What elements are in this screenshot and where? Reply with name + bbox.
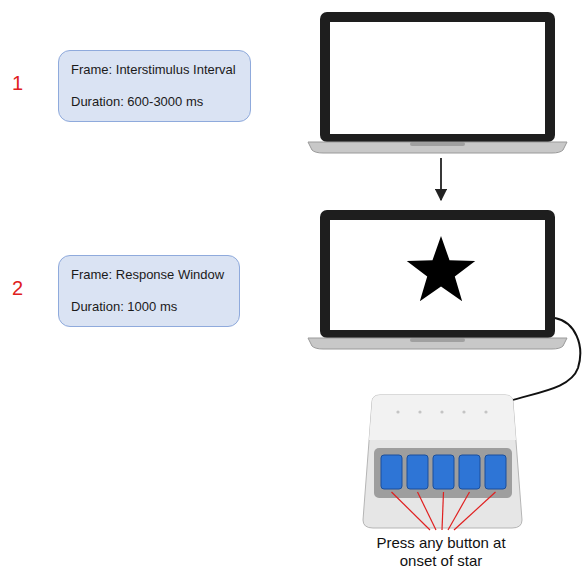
response-button: [485, 455, 506, 489]
press-line: [442, 492, 444, 530]
frame-box: Frame: Interstimulus IntervalDuration: 6…: [58, 50, 251, 122]
frame-name: Frame: Response Window: [71, 266, 227, 284]
step-number: 2: [12, 277, 42, 300]
laptop-star: [308, 210, 567, 349]
instruction-text: Press any button at onset of star: [361, 534, 521, 570]
response-button: [433, 455, 454, 489]
press-line: [454, 492, 496, 530]
press-line: [392, 492, 431, 530]
frame-duration: Duration: 600-3000 ms: [71, 93, 238, 111]
star-stimulus: [407, 236, 475, 301]
laptop-blank: [308, 12, 567, 153]
press-line: [448, 492, 470, 530]
press-line: [418, 492, 437, 530]
response-button: [459, 455, 480, 489]
response-button: [381, 455, 402, 489]
frame-name: Frame: Interstimulus Interval: [71, 61, 238, 79]
frame-duration: Duration: 1000 ms: [71, 298, 227, 316]
frame-box: Frame: Response WindowDuration: 1000 ms: [58, 255, 240, 327]
sequence-arrow: [440, 158, 442, 200]
step-number: 1: [12, 72, 42, 95]
response-box: [363, 395, 522, 530]
response-button: [407, 455, 428, 489]
cable: [500, 318, 580, 404]
